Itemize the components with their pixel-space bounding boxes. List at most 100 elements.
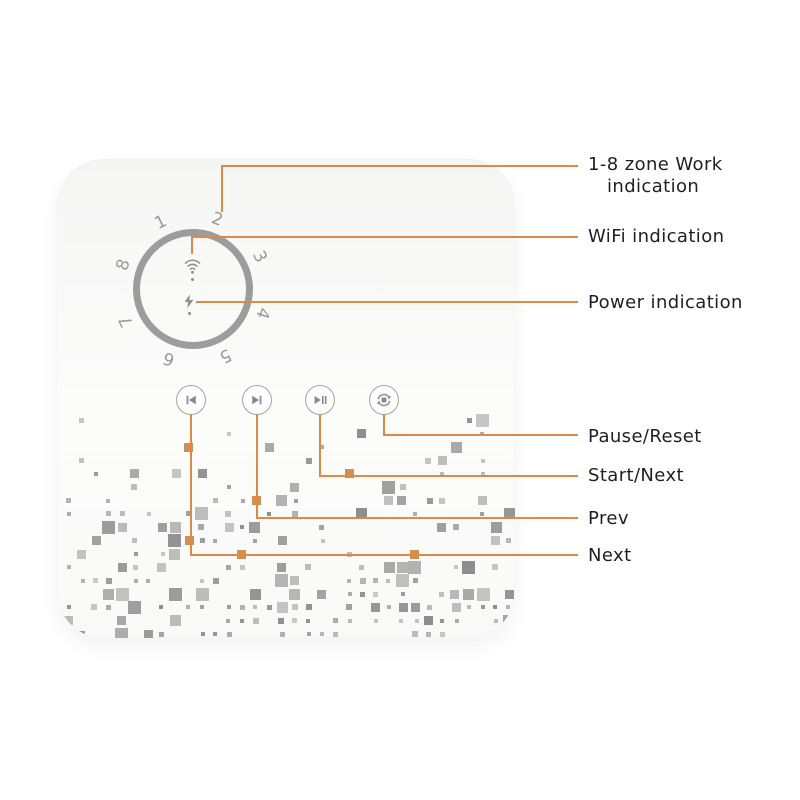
mosaic-square <box>239 618 244 623</box>
mosaic-square <box>410 549 420 559</box>
mosaic-square <box>481 605 486 610</box>
mosaic-square <box>159 605 164 610</box>
mosaic-square <box>264 442 274 452</box>
callout-label-zone-work: 1-8 zone Work indication <box>588 154 723 198</box>
pause-reset-button[interactable] <box>369 385 399 415</box>
mosaic-square <box>200 632 205 637</box>
mosaic-square <box>274 574 288 588</box>
mosaic-square <box>333 631 339 637</box>
mosaic-square <box>117 522 127 532</box>
mosaic-square <box>439 618 444 623</box>
mosaic-square <box>492 605 497 610</box>
mosaic-square <box>78 418 84 423</box>
mosaic-square <box>346 578 351 583</box>
mosaic-square <box>437 522 447 532</box>
mosaic-square <box>239 525 244 530</box>
mosaic-square <box>237 549 247 559</box>
callout-label-start-next: Start/Next <box>588 465 684 486</box>
mosaic-square <box>481 471 486 476</box>
callout-label-prev: Prev <box>588 508 629 529</box>
mosaic-square <box>439 591 445 597</box>
mosaic-square <box>67 511 72 516</box>
mosaic-square <box>132 538 138 544</box>
mosaic-square <box>63 616 73 626</box>
prev-button[interactable] <box>242 385 272 415</box>
mosaic-square <box>253 538 258 543</box>
wifi-led <box>190 277 194 281</box>
mosaic-square <box>277 536 287 546</box>
mosaic-square <box>240 498 245 503</box>
mosaic-square <box>505 589 515 599</box>
mosaic-square <box>463 588 475 600</box>
mosaic-square <box>93 471 98 476</box>
mosaic-square <box>118 562 128 572</box>
mosaic-square <box>360 591 366 597</box>
mosaic-square <box>184 442 194 452</box>
mosaic-square <box>493 632 498 637</box>
wifi-icon <box>183 256 202 280</box>
mosaic-square <box>186 511 192 517</box>
mosaic-square <box>481 458 486 463</box>
mosaic-square <box>305 564 312 571</box>
mosaic-square <box>198 524 205 531</box>
mosaic-square <box>451 602 461 612</box>
mosaic-square <box>117 616 127 626</box>
mosaic-square <box>347 618 352 623</box>
mosaic-square <box>494 618 499 623</box>
mosaic-square <box>186 605 191 610</box>
mosaic-square <box>426 604 432 610</box>
mosaic-square <box>452 524 459 531</box>
mosaic-square <box>160 552 165 556</box>
mosaic-square <box>101 520 115 534</box>
mosaic-square <box>80 578 85 583</box>
mosaic-square <box>438 497 445 504</box>
reset-loop-icon <box>374 390 394 410</box>
mosaic-square <box>386 605 391 610</box>
mosaic-square <box>251 496 261 506</box>
mosaic-square <box>200 538 206 544</box>
mosaic-square <box>440 631 446 637</box>
mosaic-square <box>357 429 367 439</box>
mosaic-square <box>106 604 112 610</box>
mosaic-square <box>277 601 289 613</box>
mosaic-square <box>225 618 230 623</box>
mosaic-square <box>506 605 511 610</box>
mosaic-square <box>372 578 378 584</box>
mosaic-pattern <box>57 159 515 638</box>
mosaic-square <box>373 618 378 623</box>
next-button[interactable] <box>176 385 206 415</box>
mosaic-square <box>134 552 139 556</box>
mosaic-square <box>213 632 218 637</box>
mosaic-square <box>131 484 138 491</box>
mosaic-square <box>490 521 502 533</box>
mosaic-square <box>92 578 98 584</box>
mosaic-square <box>454 618 459 623</box>
mosaic-square <box>133 564 139 570</box>
mosaic-square <box>398 602 408 612</box>
callout-label-power: Power indication <box>588 292 743 313</box>
start-next-button[interactable] <box>305 385 335 415</box>
mosaic-square <box>145 578 150 583</box>
mosaic-square <box>386 578 391 583</box>
mosaic-square <box>249 521 261 533</box>
mosaic-square <box>225 510 232 517</box>
mosaic-square <box>477 496 487 506</box>
mosaic-square <box>195 587 209 601</box>
mosaic-square <box>266 511 271 516</box>
mosaic-square <box>157 562 167 572</box>
mosaic-square <box>169 615 181 627</box>
mosaic-square <box>76 549 86 559</box>
mosaic-square <box>480 431 485 436</box>
mosaic-square <box>146 511 151 516</box>
mosaic-square <box>491 564 498 571</box>
mosaic-square <box>240 604 246 610</box>
mosaic-square <box>103 588 115 600</box>
mosaic-square <box>224 522 234 532</box>
mosaic-square <box>279 631 285 637</box>
mosaic-square <box>67 605 72 610</box>
mosaic-square <box>504 508 515 520</box>
callout-label-pause-reset: Pause/Reset <box>588 426 702 447</box>
mosaic-square <box>115 587 129 601</box>
mosaic-square <box>276 495 288 507</box>
